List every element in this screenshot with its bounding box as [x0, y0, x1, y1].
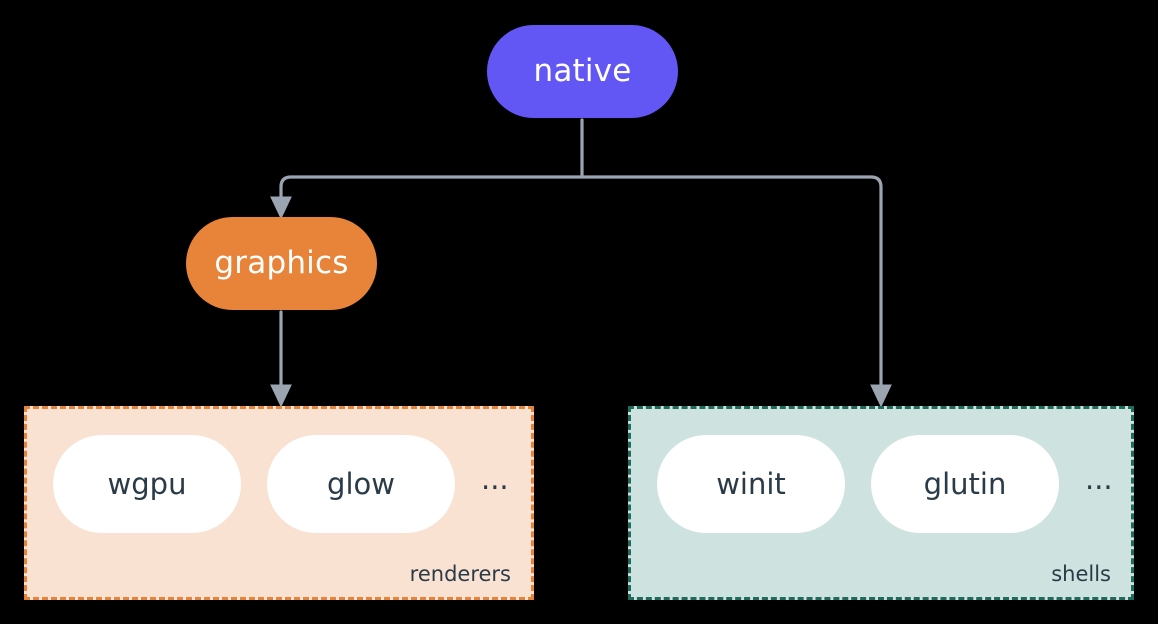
group-renderers-label: renderers — [409, 562, 511, 586]
edge-native-to-graphics — [270, 175, 582, 220]
node-native[interactable]: native — [487, 25, 678, 118]
node-graphics[interactable]: graphics — [186, 217, 377, 310]
group-renderers-items: wgpu glow ... — [27, 435, 531, 533]
shells-more-ellipsis: ... — [1085, 461, 1113, 496]
pill-glow[interactable]: glow — [267, 435, 455, 533]
group-renderers: wgpu glow ... renderers — [24, 406, 534, 600]
group-shells-label: shells — [1051, 562, 1111, 586]
group-shells-items: winit glutin ... — [631, 435, 1131, 533]
pill-glutin[interactable]: glutin — [871, 435, 1059, 533]
pill-wgpu[interactable]: wgpu — [53, 435, 241, 533]
group-shells: winit glutin ... shells — [628, 406, 1134, 600]
pill-winit[interactable]: winit — [657, 435, 845, 533]
renderers-more-ellipsis: ... — [481, 461, 509, 496]
edge-native-to-shells — [582, 175, 892, 408]
